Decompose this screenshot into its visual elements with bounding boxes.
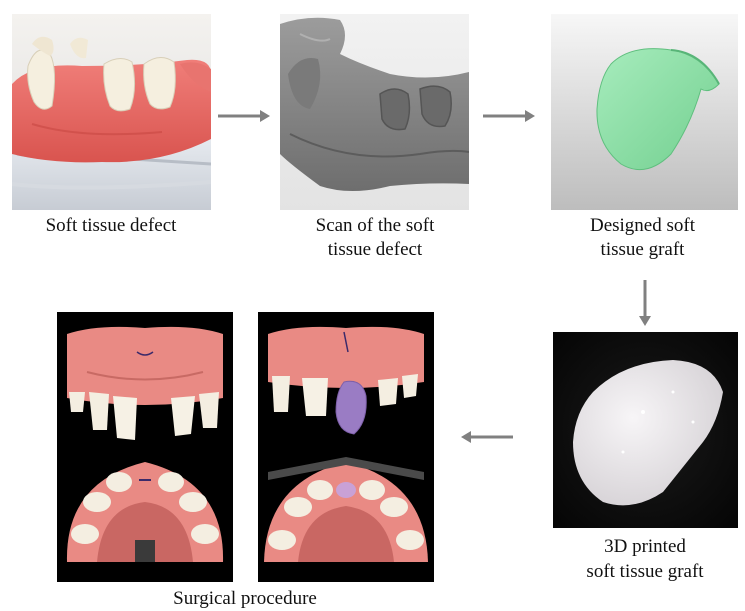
arrow-right-icon bbox=[481, 108, 537, 124]
caption-printed-line1: 3D printed bbox=[545, 535, 745, 558]
caption-scan-line1: Scan of the soft bbox=[270, 214, 480, 237]
designed-graft-image bbox=[551, 14, 738, 210]
arrow-left-icon bbox=[459, 429, 515, 445]
printed-graft-photo bbox=[553, 332, 738, 528]
scan-of-defect-image bbox=[280, 14, 469, 210]
caption-design-line2: tissue graft bbox=[540, 238, 745, 261]
surgical-procedure-photo-left bbox=[57, 312, 233, 582]
arrow-right-icon bbox=[216, 108, 272, 124]
caption-scan-line2: tissue defect bbox=[270, 238, 480, 261]
caption-soft-tissue-defect: Soft tissue defect bbox=[0, 214, 222, 237]
soft-tissue-defect-photo bbox=[12, 14, 211, 210]
caption-design-line1: Designed soft bbox=[540, 214, 745, 237]
caption-printed-line2: soft tissue graft bbox=[545, 560, 745, 583]
surgical-procedure-photo-right bbox=[258, 312, 434, 582]
caption-surgical-procedure: Surgical procedure bbox=[95, 587, 395, 610]
arrow-down-icon bbox=[637, 278, 653, 328]
